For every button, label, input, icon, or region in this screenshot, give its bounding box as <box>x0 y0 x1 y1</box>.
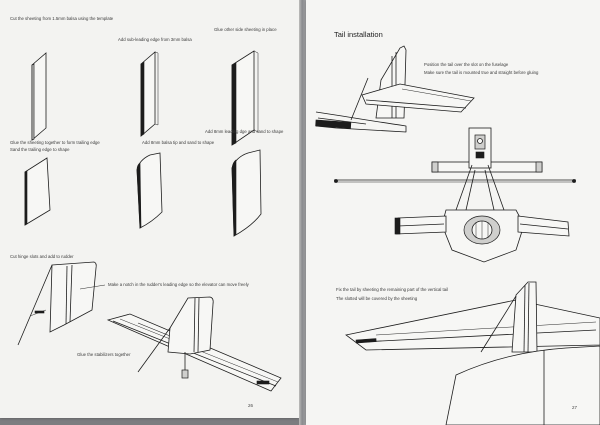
caption-add-8mm-balsa-tip: Add 8mm balsa tip and sand to shape <box>142 140 215 145</box>
caption-sand-trailing: Sand the trailing edge to shape <box>10 147 70 152</box>
leading-edge-8mm-illustration <box>136 152 163 229</box>
tail-sheeting-illustration <box>345 281 600 425</box>
caption-make-sure: Make sure the tail is mounted true and s… <box>424 70 539 75</box>
page-heading-tail-installation: Tail installation <box>334 30 383 39</box>
page-number-left: 26 <box>248 403 254 408</box>
caption-position-tail: Position the tail over the slot on the f… <box>424 62 509 67</box>
balsa-tip-illustration <box>231 149 262 237</box>
caption-cut-hinge: Cut hinge slots and add to rudder <box>10 254 74 259</box>
tail-position-illustration <box>315 45 475 133</box>
sub-leading-edge-illustration <box>140 51 159 137</box>
caption-make-notch: Make a notch in the rudder's leading edg… <box>108 282 249 287</box>
caption-add-8mm-leading: Add 8mm leading dge and sand to shape <box>205 129 284 134</box>
tail-alignment-front-illustration <box>334 127 576 263</box>
stabilizer-assembly-illustration <box>106 296 282 392</box>
trailing-edge-illustration <box>24 157 51 226</box>
caption-glue-stabilizers: Glue the stabilizers together <box>77 352 131 357</box>
sheet-panel-illustration <box>31 52 47 141</box>
caption-add-sub-leading: Add sub-leading edge from 3mm balsa <box>118 37 192 42</box>
rudder-illustration <box>17 261 106 346</box>
caption-glue-sheeting-trailing: Glue the sheeting together to form trail… <box>10 140 100 145</box>
caption-slotted-covered: The slotted will be covered by the sheet… <box>336 296 418 301</box>
book-gutter <box>299 0 306 425</box>
right-page: Tail installation Position the tail over… <box>306 0 600 425</box>
caption-fix-tail: Fix the tail by sheeting the remaining p… <box>336 287 449 292</box>
caption-cut-sheeting: Cut the sheeting from 1.5mm balsa using … <box>10 16 114 21</box>
caption-glue-other-side: Glue other side sheeting in place <box>214 27 277 32</box>
page-number-right: 27 <box>572 405 578 410</box>
left-page: Cut the sheeting from 1.5mm balsa using … <box>0 0 299 418</box>
right-page-diagrams <box>315 45 600 425</box>
left-page-diagrams <box>17 50 282 392</box>
both-side-sheeting-illustration <box>231 50 259 146</box>
